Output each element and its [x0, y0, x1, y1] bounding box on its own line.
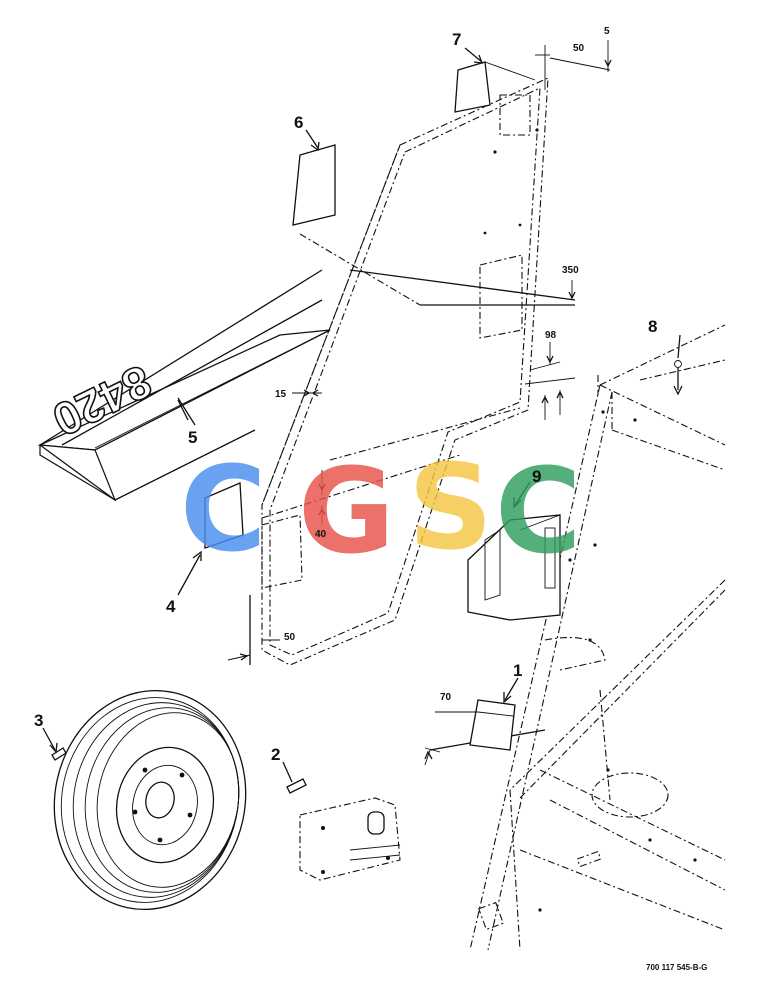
- callout-6: 6: [294, 113, 303, 132]
- cab-door-frame: [249, 77, 576, 666]
- dimension-350: 350: [562, 265, 579, 276]
- dimension-98: 98: [545, 330, 557, 341]
- decal-part-1: [469, 699, 516, 751]
- callout-4: 4: [166, 597, 176, 616]
- callout-2: 2: [271, 745, 280, 764]
- dimension-40: 40: [315, 529, 327, 540]
- callout-7: 7: [452, 30, 461, 49]
- decal-part-2: [286, 778, 307, 794]
- decal-part-7: [454, 61, 491, 113]
- watermark: C G S C: [180, 438, 582, 580]
- callout-3: 3: [34, 711, 43, 730]
- wheel-assembly: [53, 689, 247, 911]
- dimension-15: 15: [275, 389, 287, 400]
- drawing-number: 700 117 545-B-G: [646, 963, 707, 972]
- wheel-bracket: [299, 797, 401, 881]
- decal-part-6: [292, 144, 336, 226]
- machine-frame: [429, 324, 726, 951]
- leader-lines: [42, 47, 681, 783]
- dimension-70: 70: [440, 692, 452, 703]
- callout-8: 8: [648, 317, 657, 336]
- callout-5: 5: [188, 428, 197, 447]
- dimension-5: 5: [604, 26, 610, 37]
- callout-1: 1: [513, 661, 522, 680]
- dimension-50-bottom: 50: [284, 632, 296, 643]
- callout-9: 9: [532, 467, 541, 486]
- decal-part-4: [204, 482, 244, 549]
- watermark-letter-s: S: [408, 438, 493, 576]
- watermark-letter-c2: C: [495, 442, 582, 580]
- pin-part-8: [673, 360, 683, 396]
- dimension-50-top: 50: [573, 43, 585, 54]
- dimension-lines: [227, 40, 612, 766]
- manual-holder-9: [467, 514, 561, 621]
- watermark-letter-c1: C: [180, 440, 267, 578]
- watermark-letter-g: G: [298, 442, 395, 580]
